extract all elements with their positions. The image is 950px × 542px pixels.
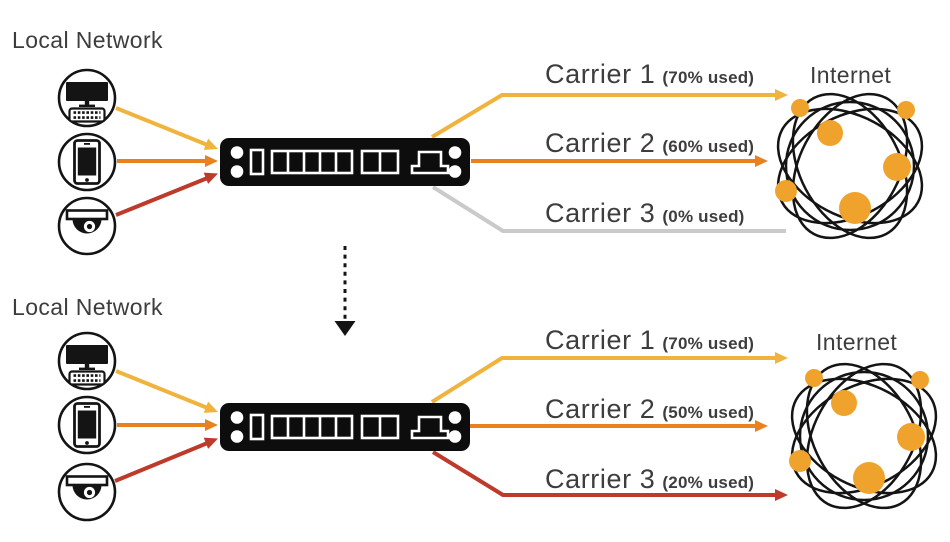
carrier-name: Carrier 3 xyxy=(545,464,656,494)
diagram-after xyxy=(57,331,950,529)
router-icon xyxy=(218,136,472,188)
internet-label: Internet xyxy=(810,62,892,88)
carrier-1-label-after: Carrier 1 (70% used) xyxy=(545,325,755,356)
diagram-before xyxy=(57,68,943,259)
security-camera-icon xyxy=(57,462,117,522)
carrier-3-label-after: Carrier 3 (20% used) xyxy=(545,464,755,495)
desktop-computer-icon xyxy=(57,331,117,391)
smartphone-icon xyxy=(57,132,117,192)
desktop-computer-icon xyxy=(57,68,117,128)
carrier-usage: (60% used) xyxy=(662,137,755,156)
local-network-label: Local Network xyxy=(12,294,163,320)
globe-network-icon xyxy=(771,343,950,529)
device-links-before xyxy=(115,106,221,217)
carrier-name: Carrier 1 xyxy=(545,59,656,89)
router-icon xyxy=(218,401,472,453)
carrier-2-label-before: Carrier 2 (60% used) xyxy=(545,128,755,159)
local-network-label: Local Network xyxy=(12,27,163,53)
carrier-name: Carrier 1 xyxy=(545,325,656,355)
security-camera-icon xyxy=(57,196,117,256)
carrier-name: Carrier 3 xyxy=(545,198,656,228)
carrier-name: Carrier 2 xyxy=(545,128,656,158)
carrier-usage: (70% used) xyxy=(662,68,755,87)
carrier-name: Carrier 2 xyxy=(545,394,656,424)
internet-label: Internet xyxy=(816,329,898,355)
carrier-3-label-before: Carrier 3 (0% used) xyxy=(545,198,745,229)
carrier-usage: (20% used) xyxy=(662,473,755,492)
carrier-1-label-before: Carrier 1 (70% used) xyxy=(545,59,755,90)
carrier-usage: (0% used) xyxy=(662,207,745,226)
device-links-after xyxy=(114,369,221,483)
transition-arrow xyxy=(334,246,356,336)
carrier-links-after xyxy=(430,352,788,501)
carrier-usage: (50% used) xyxy=(662,403,755,422)
smartphone-icon xyxy=(57,395,117,455)
carrier-usage: (70% used) xyxy=(662,334,755,353)
carrier-2-label-after: Carrier 2 (50% used) xyxy=(545,394,755,425)
carrier-links-before xyxy=(430,89,788,233)
